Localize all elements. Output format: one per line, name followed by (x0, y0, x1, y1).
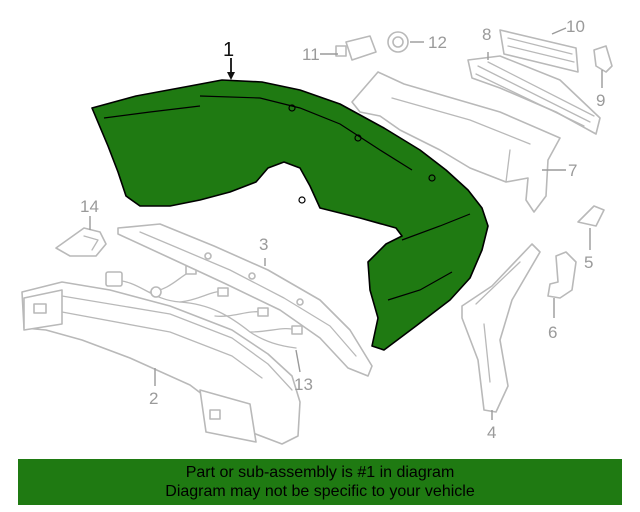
callout-9: 9 (596, 91, 605, 110)
guide-bracket-part[interactable] (547, 251, 577, 299)
callout-14: 14 (80, 197, 99, 216)
side-insert-part[interactable] (593, 45, 613, 73)
center-grille-part[interactable] (467, 55, 601, 135)
callout-8: 8 (482, 25, 491, 44)
callout-5: 5 (584, 253, 593, 272)
sensor-part[interactable] (335, 35, 377, 61)
callout-1: 1 (223, 39, 234, 61)
banner-line-1: Part or sub-assembly is #1 in diagram (185, 464, 455, 481)
upper-grille-part[interactable] (499, 29, 579, 73)
banner-line-2: Diagram may not be specific to your vehi… (165, 483, 475, 500)
clip-part[interactable] (577, 205, 605, 227)
callout-12: 12 (428, 33, 447, 52)
reflector-part[interactable] (55, 227, 107, 257)
disclaimer-banner: Part or sub-assembly is #1 in diagram Di… (18, 459, 622, 505)
leader-lines (89, 27, 603, 420)
side-bracket-part[interactable] (461, 243, 541, 413)
wire-harness-part[interactable] (105, 265, 303, 349)
callout-13: 13 (294, 375, 313, 394)
callout-10: 10 (566, 17, 585, 36)
bumper-cover-part[interactable] (91, 79, 489, 351)
callout-7: 7 (568, 161, 577, 180)
callout-2: 2 (149, 389, 158, 408)
lower-valance-part[interactable] (351, 71, 561, 213)
impact-bar-part[interactable] (21, 281, 301, 445)
callout-6: 6 (548, 323, 557, 342)
callout-3: 3 (259, 235, 268, 254)
retainer-part[interactable] (387, 31, 409, 53)
callout-11: 11 (302, 45, 320, 64)
callout-4: 4 (487, 423, 496, 442)
parts-diagram: 1 2 3 4 5 6 7 8 9 10 11 12 13 14 (21, 17, 613, 445)
energy-absorber-part[interactable] (117, 223, 373, 377)
callout-labels: 1 2 3 4 5 6 7 8 9 10 11 12 13 14 (80, 17, 605, 442)
